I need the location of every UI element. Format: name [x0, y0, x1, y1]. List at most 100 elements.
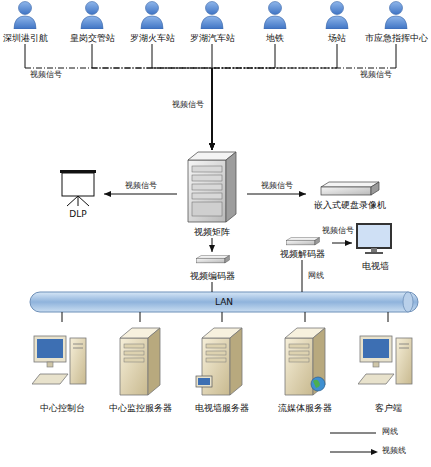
person-icon: [264, 2, 286, 30]
person-node: 市应急指挥中心: [360, 2, 431, 44]
node-label: 电视墙服务器: [195, 402, 249, 414]
node-label: 视频矩阵: [194, 226, 230, 238]
node-label: 场站: [328, 32, 346, 44]
wire-segment: [25, 44, 26, 68]
connector: [247, 194, 306, 195]
wire-segment: [212, 44, 213, 68]
node-label: 罗湖汽车站: [190, 32, 235, 44]
connector: [212, 282, 213, 292]
signal-label: 视频信号: [360, 70, 392, 80]
connector: [212, 44, 337, 150]
connector: [212, 44, 213, 150]
person-node: 深圳港引航: [0, 2, 61, 44]
bus-segment: [152, 68, 212, 69]
bus-segment: [212, 68, 275, 69]
wire-segment: [388, 312, 389, 322]
connector: [25, 44, 212, 150]
wire-segment: [305, 312, 306, 322]
node-label: LAN: [215, 296, 233, 308]
signal-label: 视频信号: [172, 100, 204, 110]
wire-segment: [222, 312, 223, 322]
matrix-node: 视频矩阵: [177, 150, 247, 238]
encoder-node: 视频编码器: [182, 252, 242, 282]
edge-label: 网线: [308, 271, 324, 281]
node-label: 中心监控服务器: [109, 402, 172, 414]
person-node: 罗湖火车站: [116, 2, 188, 44]
connector: [140, 312, 141, 322]
lan-pipe-end: [403, 292, 413, 312]
person-icon: [326, 2, 348, 30]
connector: [92, 44, 212, 150]
node-label: 电视墙: [362, 260, 389, 272]
wire-segment: [212, 68, 213, 150]
connector: [212, 238, 213, 252]
server-node: 流媒体服务器: [263, 322, 347, 414]
person-icon: [201, 2, 223, 30]
person-icons: [14, 2, 407, 30]
legend-text: 网线: [382, 427, 398, 437]
bus-segment: [212, 68, 396, 69]
encoder-icon: [197, 256, 230, 263]
client-node: 客户端: [346, 322, 430, 414]
matrix-icon: [188, 152, 236, 222]
globe-badge: [311, 377, 325, 391]
node-label: 市应急指挥中心: [365, 32, 428, 44]
recorder-node: 嵌入式硬盘录像机: [306, 177, 394, 211]
node-label: 嵌入式硬盘录像机: [314, 199, 386, 211]
node-label: 客户端: [375, 402, 402, 414]
recorder-icon: [321, 182, 379, 195]
wire-segment: [212, 68, 213, 150]
pc-icon: [32, 336, 86, 384]
node-label: 视频解码器: [280, 248, 325, 260]
connector: [212, 44, 275, 150]
connector: [302, 260, 303, 292]
node-label: 视频编码器: [190, 270, 235, 282]
wire-segment: [247, 194, 306, 195]
person-node: 场站: [301, 2, 373, 44]
legend-line-sample: [330, 433, 376, 434]
node-label: 罗湖火车站: [130, 32, 175, 44]
person-icon: [385, 2, 407, 30]
wire-segment: [92, 44, 93, 68]
node-label: 皇岗交管站: [70, 32, 115, 44]
wire-segment: [62, 312, 63, 322]
server-node: 电视墙服务器: [180, 322, 264, 414]
wire-segment: [140, 312, 141, 322]
node-label: 深圳港引航: [3, 32, 48, 44]
edge-label: 视频信号: [261, 181, 293, 191]
wire-segment: [396, 44, 397, 68]
connector: [388, 312, 389, 322]
server-icon: [285, 328, 325, 395]
tv-wall-icon: [357, 224, 391, 254]
connector: [104, 194, 177, 195]
lan-pipe: [30, 292, 418, 312]
connector: [152, 44, 212, 150]
wire-segment: [212, 282, 213, 292]
person-icon: [81, 2, 103, 30]
wire-segment: [332, 243, 352, 244]
dlp-icon: [60, 170, 96, 206]
person-icon: [141, 2, 163, 30]
connector: [62, 312, 63, 322]
wire-segment: [212, 68, 213, 150]
edge-label: 视频信号: [125, 181, 157, 191]
connector: [332, 243, 352, 244]
wire-segment: [302, 260, 303, 292]
node-label: 中心控制台: [40, 402, 85, 414]
server-node: 中心监控服务器: [98, 322, 182, 414]
wire-segment: [212, 68, 213, 150]
person-node: 皇岗交管站: [56, 2, 128, 44]
small-monitor-badge: [196, 376, 212, 387]
edge-label: 视频信号: [322, 226, 354, 236]
wire-segment: [212, 238, 213, 252]
connector: [305, 312, 306, 322]
legend-arrow-head: [371, 449, 378, 455]
connector: [212, 44, 396, 150]
decoder-icon: [287, 238, 320, 245]
person-icon: [14, 2, 36, 30]
lan-bus: LAN: [30, 292, 418, 312]
wire-segment: [337, 44, 338, 68]
wire-segment: [212, 68, 213, 150]
node-label: 流媒体服务器: [278, 402, 332, 414]
